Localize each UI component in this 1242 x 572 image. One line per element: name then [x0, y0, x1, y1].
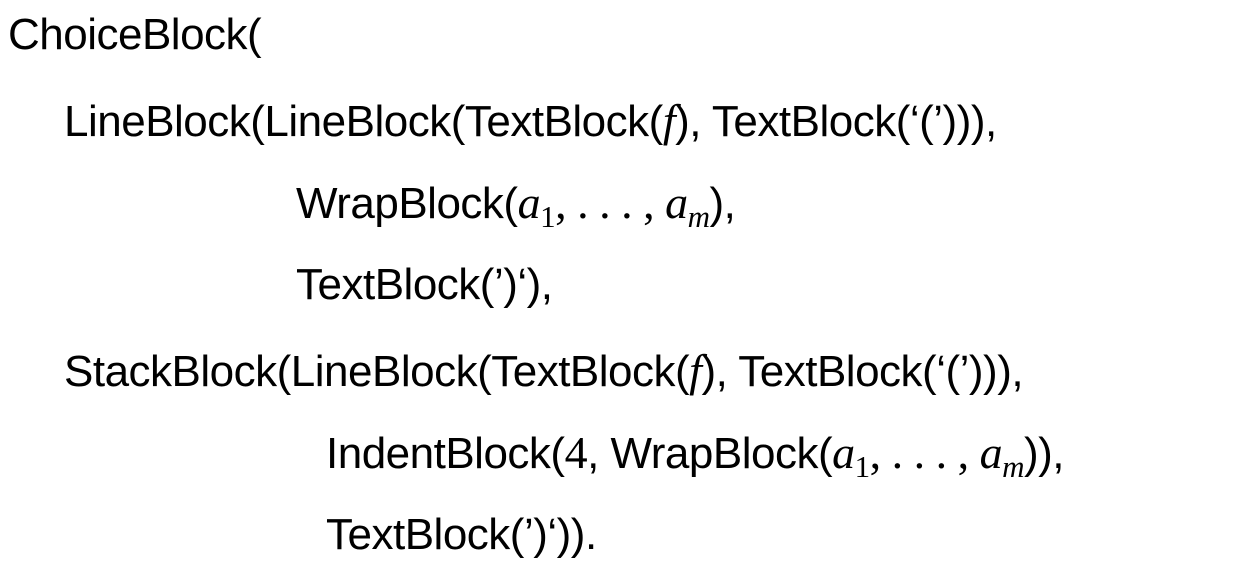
math-subscript: m: [1002, 449, 1024, 484]
line-text: ),: [709, 179, 736, 228]
math-variable-f: f: [689, 345, 702, 396]
math-variable-f: f: [662, 95, 676, 146]
code-line-1: ChoiceBlock(: [8, 9, 262, 61]
line-text: ), TextBlock(‘(’))),: [675, 97, 997, 146]
math-subscript: 1: [854, 449, 871, 484]
code-line-7: TextBlock(’)‘)).: [326, 509, 597, 561]
math-variable-a: a: [979, 427, 1003, 478]
math-number: 4: [564, 427, 588, 478]
math-variable-a: a: [832, 427, 855, 478]
line-text: IndentBlock(: [326, 429, 565, 478]
code-line-5: StackBlock(LineBlock(TextBlock(f), TextB…: [64, 345, 1024, 398]
math-ellipsis: , . . . ,: [555, 177, 666, 228]
code-line-2: LineBlock(LineBlock(TextBlock(f), TextBl…: [64, 95, 997, 148]
code-line-6: IndentBlock(4, WrapBlock(a1, . . . , am)…: [326, 427, 1065, 484]
code-line-4: TextBlock(’)‘),: [296, 259, 553, 311]
math-ellipsis: , . . . ,: [869, 427, 980, 478]
line-text: , WrapBlock(: [587, 429, 833, 478]
math-variable-a: a: [517, 177, 541, 228]
line-text: TextBlock(’)‘),: [296, 260, 553, 309]
line-text: WrapBlock(: [296, 179, 518, 228]
code-line-3: WrapBlock(a1, . . . , am),: [296, 177, 736, 234]
line-text: ChoiceBlock(: [8, 10, 262, 59]
line-text: LineBlock(LineBlock(TextBlock(: [64, 97, 663, 146]
line-text: )),: [1024, 429, 1065, 478]
math-subscript: 1: [540, 199, 556, 234]
line-text: TextBlock(’)‘)).: [326, 510, 597, 559]
line-text: StackBlock(LineBlock(TextBlock(: [64, 347, 690, 396]
math-variable-a: a: [665, 177, 688, 228]
line-text: ), TextBlock(‘(’))),: [701, 347, 1024, 396]
math-subscript: m: [687, 199, 710, 234]
